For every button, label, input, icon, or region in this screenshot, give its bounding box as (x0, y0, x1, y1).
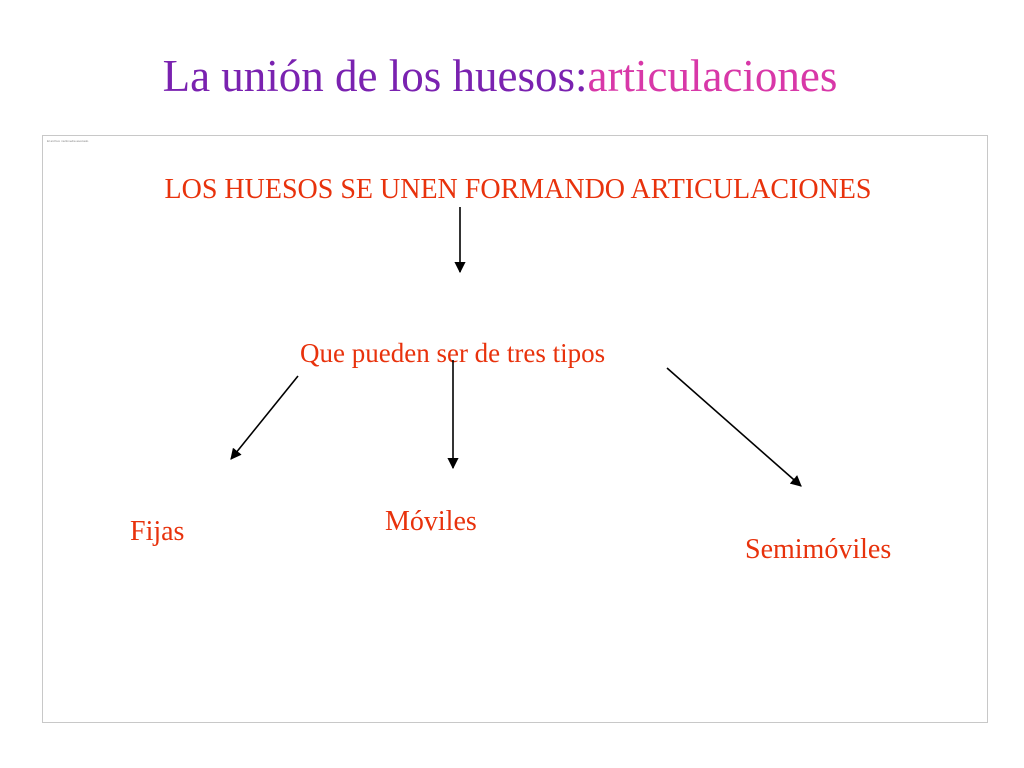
slide-title-highlight: articulaciones (587, 51, 838, 101)
slide-title: La unión de los huesos:articulaciones (0, 46, 1000, 106)
diagram-frame: El archivo multimedia asociado (42, 135, 988, 723)
type-semimoviles: Semimóviles (745, 534, 892, 565)
slide-title-main: La unión de los huesos: (162, 51, 588, 101)
frame-note: El archivo multimedia asociado (47, 139, 89, 143)
main-statement: LOS HUESOS SE UNEN FORMANDO ARTICULACION… (164, 174, 872, 205)
arrow-to-fijas (230, 375, 299, 460)
arrow-to-semimoviles (666, 367, 802, 487)
type-moviles: Móviles (385, 506, 477, 537)
type-fijas: Fijas (130, 516, 185, 547)
